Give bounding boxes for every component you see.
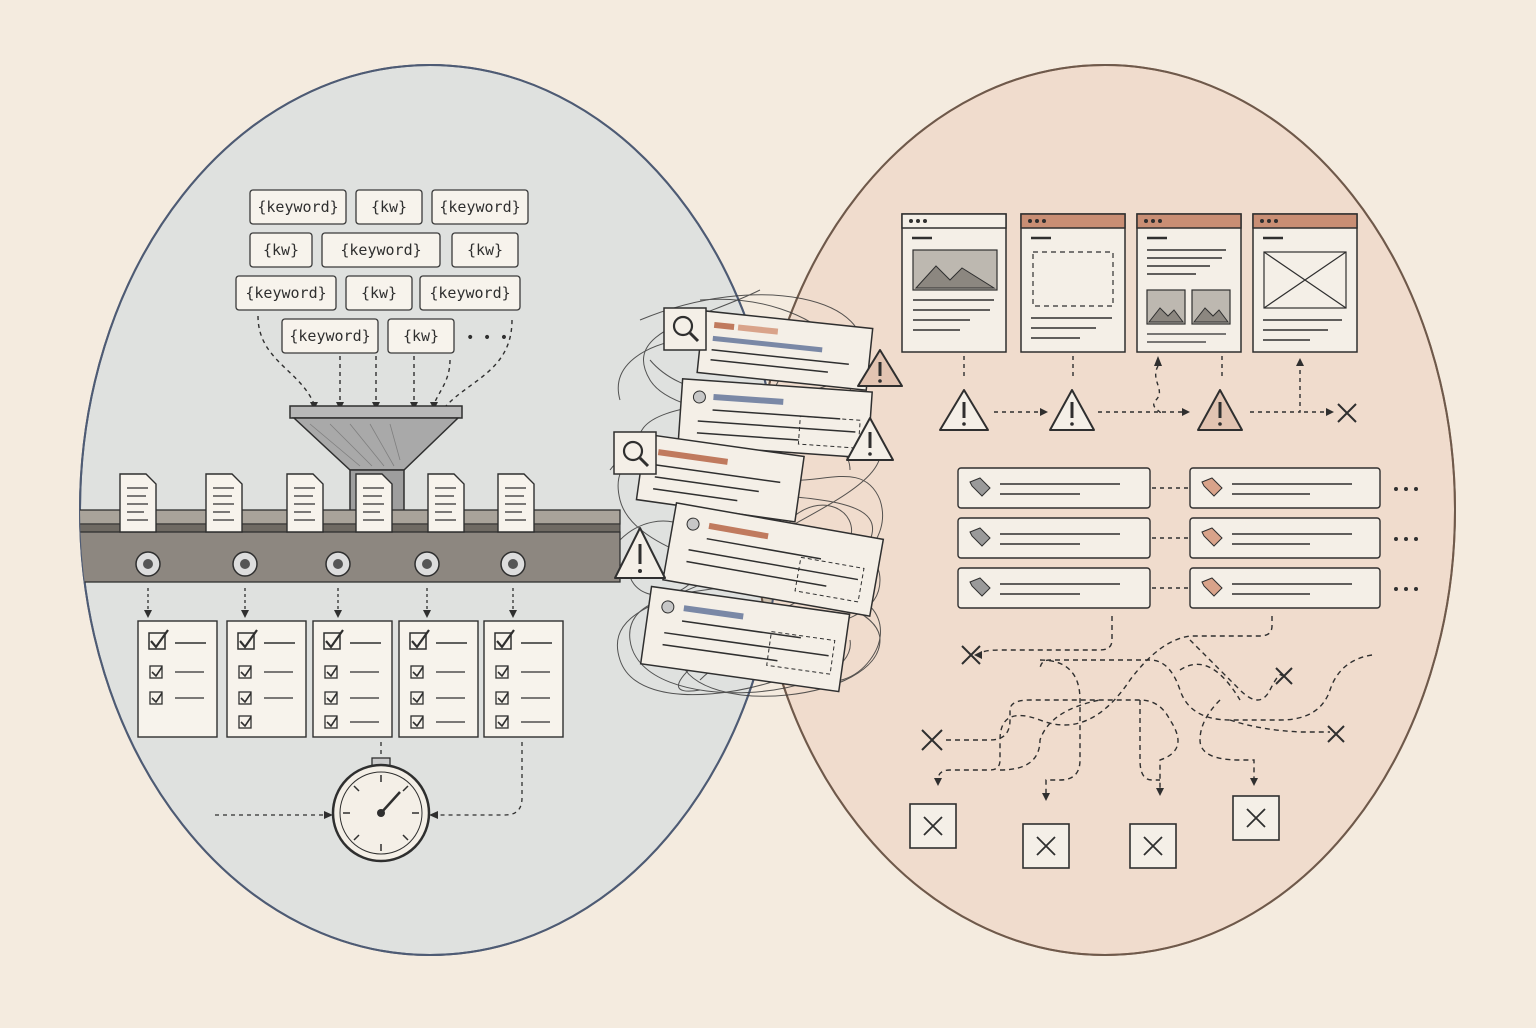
checklist-icon	[398, 620, 479, 738]
keyword-chip: {keyword}	[340, 241, 421, 259]
x-box-icon	[1022, 823, 1070, 869]
checklist-icon	[483, 620, 564, 738]
x-mark-icon	[961, 645, 981, 665]
document-icon	[497, 473, 535, 533]
tag-icon	[1201, 527, 1223, 547]
list-item	[957, 467, 1151, 509]
x-mark-icon	[921, 729, 943, 751]
keyword-chip: {kw}	[403, 327, 439, 345]
result-card	[696, 309, 874, 392]
x-mark-icon	[1327, 725, 1345, 743]
output-arrows	[147, 588, 514, 612]
list-item	[957, 567, 1151, 609]
result-card	[639, 585, 851, 693]
browser-window-icon	[901, 213, 1007, 353]
x-box-icon	[1232, 795, 1280, 841]
tag-icon	[969, 477, 991, 497]
keyword-chip: {keyword}	[289, 327, 370, 345]
keyword-chip: {keyword}	[439, 198, 520, 216]
keyword-chip: {kw}	[263, 241, 299, 259]
warning-icon	[846, 417, 894, 461]
tag-icon	[969, 527, 991, 547]
keyword-chip: {kw}	[361, 284, 397, 302]
keyword-chip: {keyword}	[245, 284, 326, 302]
x-box-icon	[909, 803, 957, 849]
checklist-row	[137, 620, 564, 738]
tag-icon	[969, 577, 991, 597]
browser-window-icon	[1020, 213, 1126, 353]
tag-icon	[1201, 477, 1223, 497]
checklist-icon	[312, 620, 393, 738]
stopwatch-icon	[331, 757, 431, 863]
warning-icon	[857, 349, 903, 387]
feed-arrows	[257, 315, 513, 407]
keyword-chip: {kw}	[467, 241, 503, 259]
document-row	[119, 473, 535, 533]
keyword-chip: {keyword}	[257, 198, 338, 216]
tag-list	[957, 467, 1418, 609]
x-mark-icon	[1337, 403, 1357, 423]
list-item	[1189, 567, 1381, 609]
tag-icon	[1201, 577, 1223, 597]
right-circle	[754, 64, 1456, 956]
result-card	[662, 502, 885, 618]
keyword-chip: {keyword}	[429, 284, 510, 302]
search-icon	[663, 307, 707, 351]
timer-arrows	[215, 742, 523, 816]
ellipsis: • • •	[466, 330, 508, 346]
list-item	[957, 517, 1151, 559]
keyword-chip: {kw}	[371, 198, 407, 216]
browser-flow-arrows	[963, 356, 1326, 415]
warning-icon	[939, 389, 989, 431]
document-icon	[427, 473, 465, 533]
document-icon	[205, 473, 243, 533]
result-card	[635, 433, 805, 523]
list-item	[1189, 517, 1381, 559]
warning-icon	[1049, 389, 1095, 431]
browser-window-icon	[1252, 213, 1358, 353]
warning-icon	[1197, 389, 1243, 431]
document-icon	[286, 473, 324, 533]
x-mark-icon	[1275, 667, 1293, 685]
document-icon	[355, 473, 393, 533]
broken-link-network	[937, 616, 1373, 795]
browser-window-icon	[1136, 213, 1242, 353]
document-icon	[119, 473, 157, 533]
x-box-icon	[1129, 823, 1177, 869]
keyword-grid: {keyword} {kw} {keyword} {kw} {keyword} …	[235, 189, 529, 354]
search-icon	[613, 431, 657, 475]
list-item	[1189, 467, 1381, 509]
warning-icon	[614, 527, 666, 579]
checklist-icon	[226, 620, 307, 738]
checklist-icon	[137, 620, 218, 738]
